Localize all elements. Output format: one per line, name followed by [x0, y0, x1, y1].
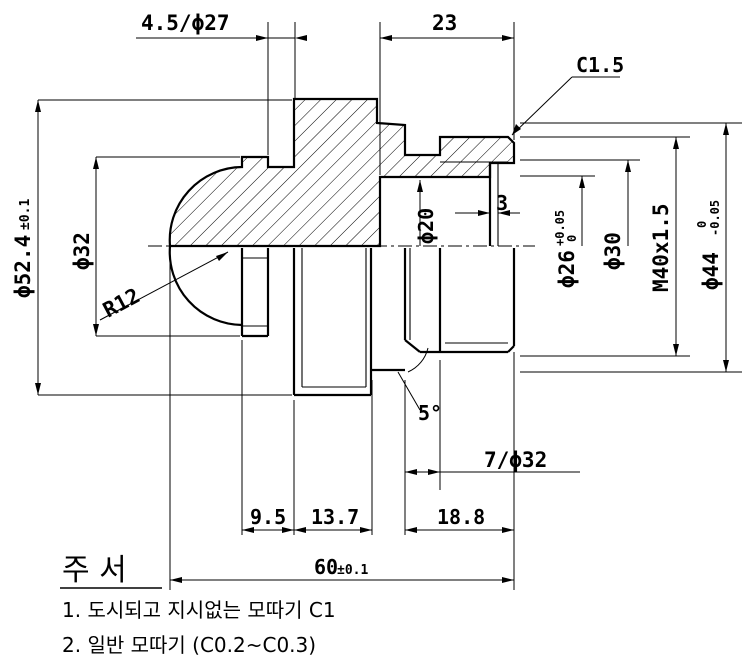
- dimension-lines: [37, 22, 742, 590]
- arrowheads: [35, 35, 729, 583]
- notes: 주 서 1. 도시되고 지시없는 모따기 C1 2. 일반 모따기 (C0.2~…: [60, 553, 336, 657]
- dim-top-right: 23: [432, 11, 457, 35]
- dim-overall: 60: [314, 555, 338, 579]
- dim-top-left: 4.5/ϕ27: [141, 11, 230, 35]
- dim-dia-30: ϕ30: [601, 232, 625, 270]
- dim-dia-20: ϕ20: [414, 208, 438, 244]
- dim-dia-26-tol-lower: 0: [565, 235, 579, 242]
- dim-dia-44: ϕ44: [699, 252, 723, 290]
- dim-dia-26-tol-upper: +0.05: [553, 210, 567, 246]
- dim-len-13-7: 13.7: [311, 505, 359, 529]
- notes-line-1: 1. 도시되고 지시없는 모따기 C1: [62, 598, 336, 622]
- notes-title: 주 서: [62, 553, 127, 588]
- section-view: [168, 97, 516, 248]
- notes-line-2: 2. 일반 모따기 (C0.2~C0.3): [62, 633, 316, 657]
- dim-overall-tol: ±0.1: [337, 563, 368, 578]
- dim-len-18-8: 18.8: [437, 505, 485, 529]
- dim-dia-26: ϕ26: [555, 250, 579, 288]
- dim-depth-3: 3: [496, 191, 508, 215]
- dim-thread: M40x1.5: [649, 203, 673, 292]
- section-hatch: [168, 97, 516, 248]
- dim-dia-32: ϕ32: [70, 232, 94, 270]
- dim-len-9-5: 9.5: [250, 505, 286, 529]
- dim-dia-52: ϕ52.4: [11, 235, 35, 298]
- dim-chamfer: C1.5: [576, 53, 624, 77]
- outside-view: [168, 245, 516, 397]
- dimension-labels: 4.5/ϕ27 23 C1.5 ϕ52.4 ±0.1 ϕ32 R12 ϕ20 3…: [11, 11, 723, 579]
- dim-dia-44-tol-upper: 0: [695, 221, 709, 228]
- dim-groove: 7/ϕ32: [484, 448, 547, 472]
- dim-dia-44-tol-lower: -0.05: [708, 200, 722, 236]
- dim-angle: 5°: [418, 401, 442, 425]
- dim-dia-52-tol: ±0.1: [18, 199, 33, 230]
